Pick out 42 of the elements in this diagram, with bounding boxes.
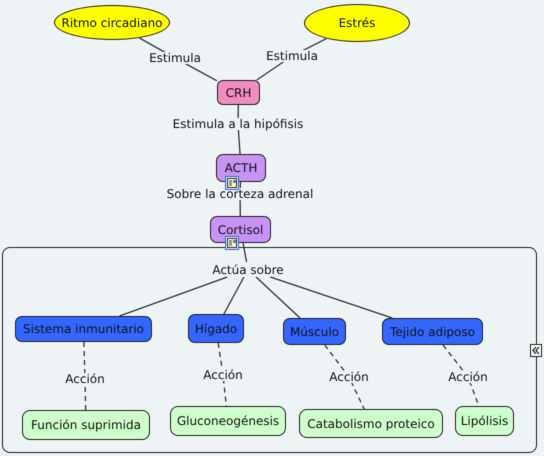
- linking-phrase: Actúa sobre: [212, 262, 284, 276]
- connector-line: [242, 242, 248, 262]
- concept-box: [299, 409, 443, 438]
- concept-label: Músculo: [290, 324, 340, 338]
- connector-line: [83, 342, 86, 410]
- concept-box: [455, 406, 514, 436]
- concept-label: Sistema inmunitario: [23, 322, 144, 336]
- concept-label: CRH: [226, 86, 252, 100]
- concept-box: [170, 406, 286, 436]
- group-panel: [2, 247, 537, 453]
- concept-label: Catabolismo proteico: [307, 416, 435, 430]
- concept-label: Cortisol: [218, 222, 264, 236]
- edge-label: Acción: [446, 371, 490, 383]
- concept-box: [188, 314, 244, 343]
- concept-label: Gluconeogénesis: [176, 414, 280, 428]
- edge-label: Acción: [201, 369, 245, 381]
- edge-label: Estimula a la hipófisis: [170, 118, 306, 130]
- concept-label: Ritmo circadiano: [61, 16, 163, 30]
- concept-box: [216, 154, 266, 182]
- connector-line: [119, 276, 228, 317]
- concept-label: Lipólisis: [460, 414, 508, 428]
- concept-label: Hígado: [194, 322, 238, 336]
- concept-box: [22, 410, 150, 440]
- edge-label: Sobre la corteza adrenal: [164, 188, 316, 200]
- connector-line: [218, 342, 228, 406]
- edge-label: Acción: [327, 371, 371, 383]
- concept-box: [210, 216, 271, 243]
- concept-label: Estrés: [338, 16, 376, 30]
- concept-label: ACTH: [224, 161, 258, 175]
- concept-box: [217, 80, 260, 105]
- connector-line: [223, 276, 244, 314]
- connector-line: [270, 276, 393, 319]
- concept-label: Función suprimida: [31, 418, 141, 432]
- edge-label: Acción: [63, 373, 107, 385]
- concept-box: [382, 318, 483, 345]
- concept-box: [15, 316, 152, 342]
- connector-line: [324, 344, 365, 410]
- concept-label: Tejido adiposo: [390, 324, 475, 338]
- connector-line: [256, 276, 300, 318]
- edge-label: Estimula: [147, 52, 203, 64]
- concept-box: [283, 318, 346, 345]
- edge-label: Estimula: [264, 50, 320, 62]
